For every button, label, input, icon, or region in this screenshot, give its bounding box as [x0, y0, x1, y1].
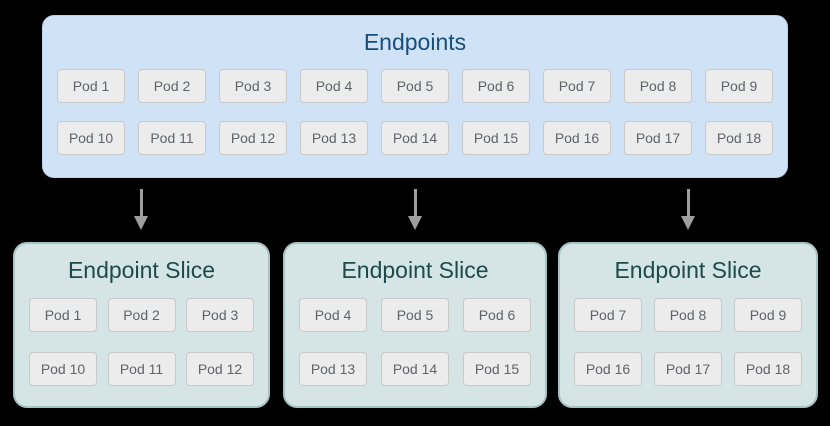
- slice-1-pod-row-2: Pod 10 Pod 11 Pod 12: [29, 352, 254, 386]
- arrow-stem: [686, 189, 690, 216]
- pod-chip: Pod 16: [574, 352, 642, 386]
- slice-2-pod-row-1: Pod 4 Pod 5 Pod 6: [299, 298, 531, 332]
- pod-chip: Pod 12: [186, 352, 254, 386]
- pod-chip: Pod 6: [463, 298, 531, 332]
- endpoint-slice-title: Endpoint Slice: [614, 257, 762, 283]
- endpoint-slice-title: Endpoint Slice: [341, 257, 489, 283]
- endpoints-pod-row-2: Pod 10 Pod 11 Pod 12 Pod 13 Pod 14 Pod 1…: [57, 121, 773, 155]
- pod-chip: Pod 4: [300, 69, 368, 103]
- pod-chip: Pod 11: [107, 352, 176, 386]
- pod-chip: Pod 10: [57, 121, 125, 155]
- pod-chip: Pod 5: [381, 298, 449, 332]
- arrow-stem: [413, 189, 417, 216]
- endpoint-slice-box-2: Endpoint Slice Pod 4 Pod 5 Pod 6 Pod 13 …: [283, 242, 547, 408]
- pod-chip: Pod 8: [654, 298, 722, 332]
- slice-1-pod-row-1: Pod 1 Pod 2 Pod 3: [29, 298, 254, 332]
- arrow-head: [134, 216, 148, 230]
- pod-chip: Pod 7: [574, 298, 642, 332]
- pod-chip: Pod 5: [381, 69, 449, 103]
- pod-chip: Pod 2: [107, 298, 176, 332]
- pod-chip: Pod 13: [299, 352, 367, 386]
- pod-chip: Pod 1: [57, 69, 125, 103]
- pod-chip: Pod 16: [543, 121, 611, 155]
- pod-chip: Pod 14: [381, 352, 449, 386]
- pod-chip: Pod 17: [624, 121, 692, 155]
- pod-chip: Pod 12: [219, 121, 287, 155]
- pod-chip: Pod 17: [654, 352, 722, 386]
- pod-chip: Pod 8: [624, 69, 692, 103]
- pod-chip: Pod 10: [29, 352, 97, 386]
- pod-chip: Pod 13: [300, 121, 368, 155]
- pod-chip: Pod 9: [705, 69, 773, 103]
- endpoints-pod-row-1: Pod 1 Pod 2 Pod 3 Pod 4 Pod 5 Pod 6 Pod …: [57, 69, 773, 103]
- arrow-head: [681, 216, 695, 230]
- slice-3-pod-row-2: Pod 16 Pod 17 Pod 18: [574, 352, 802, 386]
- arrow-head: [408, 216, 422, 230]
- pod-chip: Pod 11: [138, 121, 206, 155]
- endpoint-slice-title: Endpoint Slice: [67, 257, 216, 283]
- pod-chip: Pod 15: [462, 121, 530, 155]
- endpoints-box: Endpoints Pod 1 Pod 2 Pod 3 Pod 4 Pod 5 …: [42, 15, 788, 178]
- pod-chip: Pod 4: [299, 298, 367, 332]
- pod-chip: Pod 7: [543, 69, 611, 103]
- pod-chip: Pod 3: [186, 298, 254, 332]
- pod-chip: Pod 18: [705, 121, 773, 155]
- endpoint-slice-box-1: Endpoint Slice Pod 1 Pod 2 Pod 3 Pod 10 …: [13, 242, 270, 408]
- pod-chip: Pod 6: [462, 69, 530, 103]
- down-arrow-icon: [681, 189, 695, 231]
- down-arrow-icon: [134, 189, 148, 231]
- slice-3-pod-row-1: Pod 7 Pod 8 Pod 9: [574, 298, 802, 332]
- pod-chip: Pod 2: [138, 69, 206, 103]
- slice-2-pod-row-2: Pod 13 Pod 14 Pod 15: [299, 352, 531, 386]
- arrow-stem: [139, 189, 143, 216]
- pod-chip: Pod 9: [734, 298, 802, 332]
- endpoints-title: Endpoints: [363, 29, 467, 55]
- pod-chip: Pod 3: [219, 69, 287, 103]
- pod-chip: Pod 18: [734, 352, 802, 386]
- endpoint-slice-box-3: Endpoint Slice Pod 7 Pod 8 Pod 9 Pod 16 …: [558, 242, 818, 408]
- pod-chip: Pod 15: [463, 352, 531, 386]
- down-arrow-icon: [408, 189, 422, 231]
- pod-chip: Pod 14: [381, 121, 449, 155]
- pod-chip: Pod 1: [29, 298, 97, 332]
